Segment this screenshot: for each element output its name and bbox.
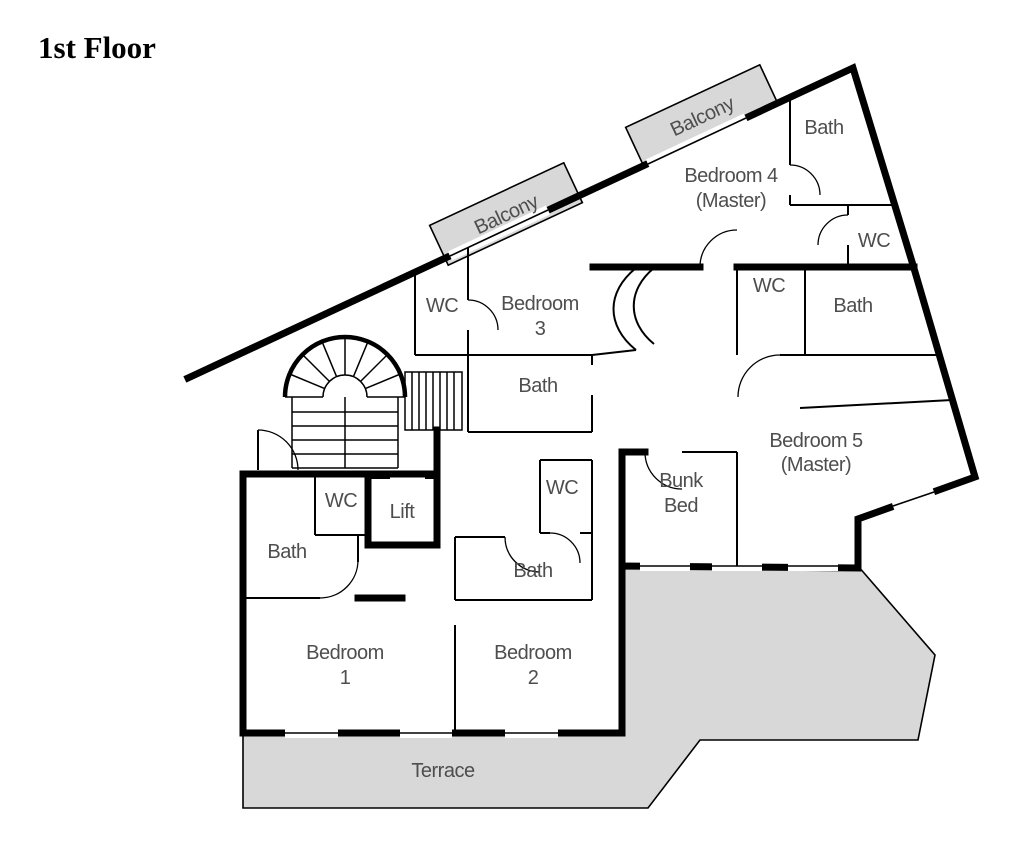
- label-wc-left: WC: [325, 490, 357, 512]
- label-bedroom-2-line1: Bedroom: [494, 642, 572, 664]
- label-bedroom-2-line2: 2: [528, 667, 539, 689]
- staircase: [282, 334, 463, 469]
- label-wc-middle: WC: [546, 477, 578, 499]
- outer-walls: [183, 63, 980, 737]
- label-bedroom-4-line1: Bedroom 4: [684, 165, 778, 187]
- label-bath-right: Bath: [833, 295, 872, 317]
- label-wc-top-right: WC: [858, 230, 890, 252]
- label-bunk-bed-line2: Bed: [664, 495, 698, 517]
- interior-walls: [243, 97, 953, 733]
- label-wc-right: WC: [753, 275, 785, 297]
- label-bedroom-3-line2: 3: [535, 318, 546, 340]
- page-title: 1st Floor: [38, 30, 156, 65]
- label-bath-middle: Bath: [513, 560, 552, 582]
- label-bedroom-5-line1: Bedroom 5: [769, 430, 863, 452]
- label-bedroom-5-line2: (Master): [781, 454, 851, 476]
- label-terrace: Terrace: [411, 760, 475, 782]
- label-bath-bedroom3: Bath: [518, 375, 557, 397]
- label-bunk-bed-line1: Bunk: [659, 470, 704, 492]
- labels: 1st Floor Balcony Balcony Bath Bedroom 4…: [38, 30, 891, 782]
- label-bath-left: Bath: [267, 541, 306, 563]
- balcony-left-shape: [428, 161, 584, 267]
- door-swings: [257, 164, 849, 599]
- label-wc-bedroom3: WC: [426, 295, 458, 317]
- label-bedroom-3-line1: Bedroom: [501, 293, 579, 315]
- label-bedroom-4-line2: (Master): [696, 190, 766, 212]
- label-lift: Lift: [390, 501, 416, 523]
- label-bath-top: Bath: [804, 117, 843, 139]
- label-bedroom-1-line2: 1: [340, 667, 351, 689]
- label-bedroom-1-line1: Bedroom: [306, 642, 384, 664]
- window-openings: [285, 113, 936, 738]
